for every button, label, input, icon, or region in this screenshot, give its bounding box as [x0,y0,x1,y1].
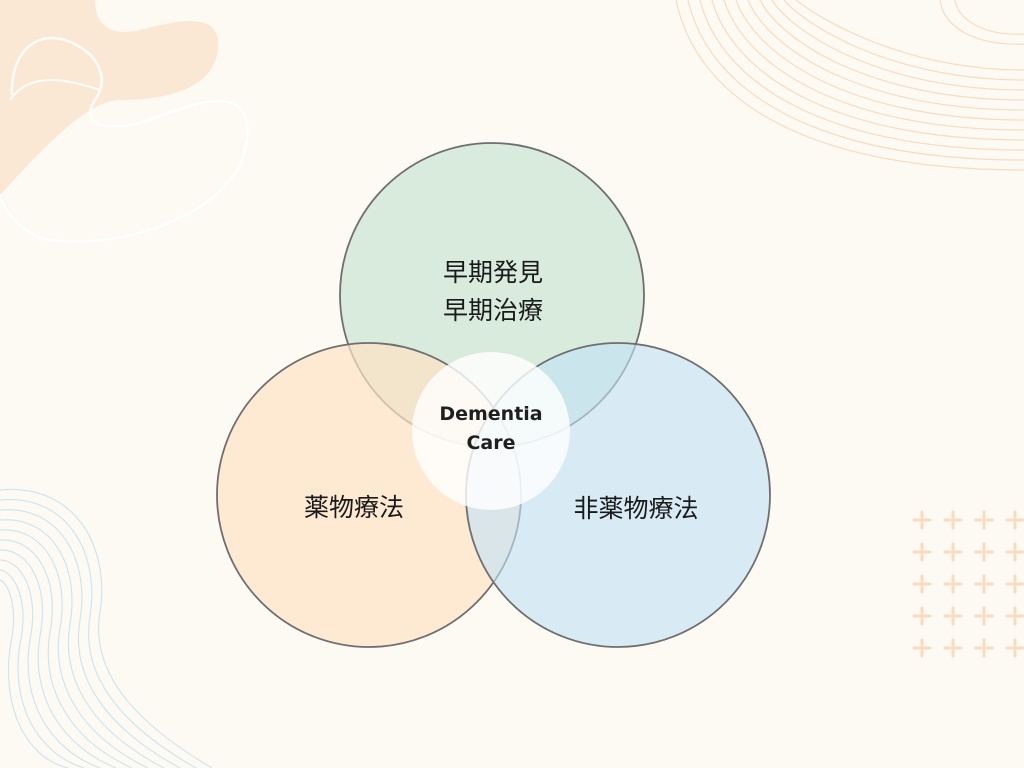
peach-blob-top-left [0,0,219,195]
blue-line-pattern-bottom-left [0,488,213,768]
center-label-line-1: Dementia [439,403,543,425]
circle-top-label-line-2: 早期治療 [442,296,543,325]
white-swirl-line [0,36,249,243]
circle-left-label: 薬物療法 [254,489,454,527]
center-label-line-2: Care [466,432,516,454]
circle-top-label: 早期発見 早期治療 [393,254,593,330]
circle-right-label-line-1: 非薬物療法 [573,494,699,523]
white-swirl-line-2 [9,79,101,101]
circle-right-label: 非薬物療法 [536,490,736,528]
center-circle [412,352,570,510]
orange-line-pattern-top-right [675,0,1024,171]
plus-pattern-bottom-right [912,510,1024,658]
circle-top-label-line-1: 早期発見 [442,258,543,287]
center-label: Dementia Care [410,400,572,458]
circle-left-label-line-1: 薬物療法 [303,493,404,522]
